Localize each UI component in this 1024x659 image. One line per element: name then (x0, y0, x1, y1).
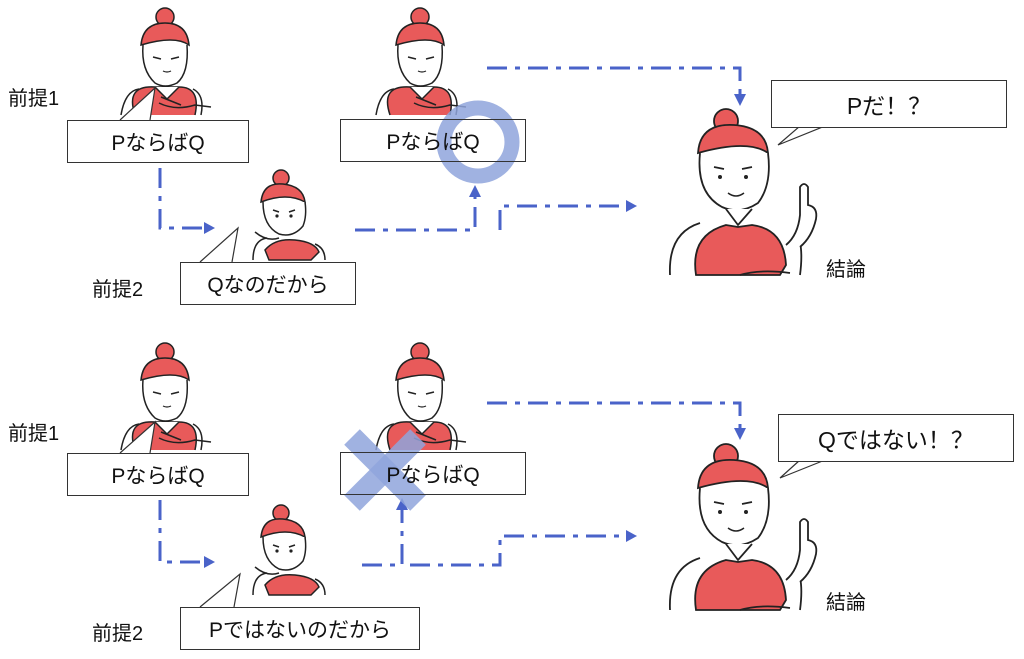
inference-arrows-bottom (158, 401, 742, 567)
premise2-label-bottom: 前提2 (92, 623, 144, 645)
conclusion-bubble: Pだ！？ (771, 80, 1007, 128)
premise1-box: PならばQ (67, 120, 249, 163)
premise2-thinker-figure-bottom (252, 504, 326, 596)
conclusion-label-bottom: 結論 (826, 592, 866, 614)
premise1-box-bottom: PならばQ (67, 453, 249, 496)
inference-arrows-top (158, 66, 742, 232)
premise2-thinker-figure (252, 169, 326, 261)
premise1-label-bottom: 前提1 (8, 423, 60, 445)
major-premise-reader-figure (375, 7, 467, 116)
major-premise-reader-figure-bottom (375, 342, 467, 451)
valid-circle-icon (436, 100, 520, 184)
premise2-box: Qなのだから (180, 262, 356, 305)
conclusion-label: 結論 (826, 259, 866, 281)
invalid-cross-icon (344, 429, 426, 511)
premise1-reader-figure (120, 7, 212, 116)
major-premise-box: PならばQ (340, 119, 526, 162)
premise2-label: 前提2 (92, 279, 144, 301)
premise1-label: 前提1 (8, 88, 60, 110)
premise1-reader-figure-bottom (120, 342, 212, 451)
premise2-box-bottom: Pではないのだから (180, 607, 420, 650)
major-premise-box-bottom: PならばQ (340, 452, 526, 495)
conclusion-bubble-bottom: Qではない！？ (778, 414, 1014, 462)
